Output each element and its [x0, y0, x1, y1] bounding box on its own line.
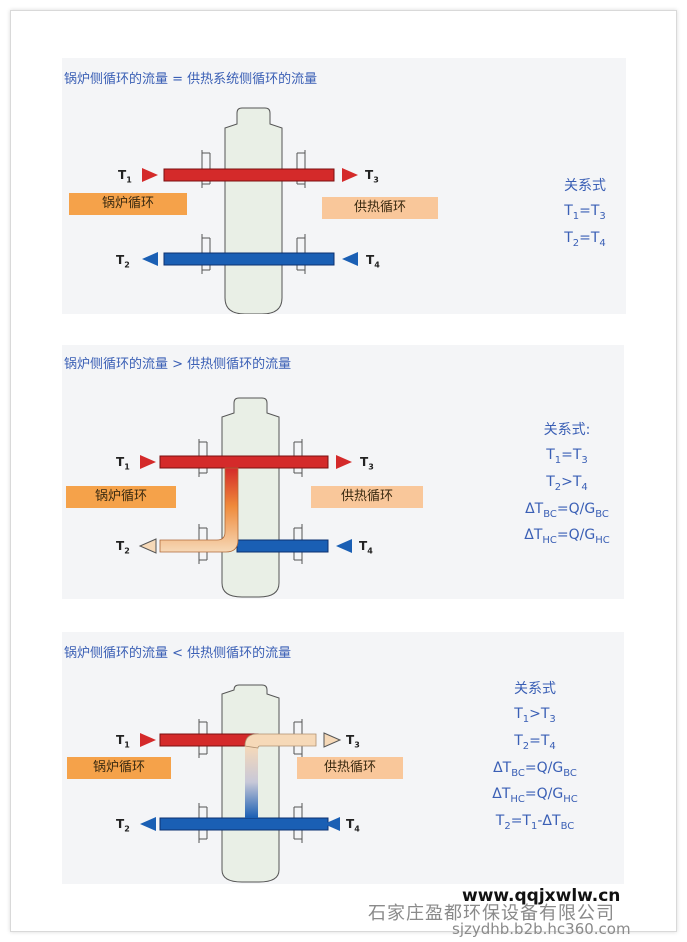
panel-3-heading: 锅炉侧循环的流量 < 供热侧循环的流量: [64, 646, 292, 661]
t3-out-arrow: [342, 168, 358, 182]
t3-label: T3: [360, 455, 374, 472]
t4-label: T4: [346, 817, 360, 834]
hot-supply-pipe: [159, 455, 329, 469]
boiler-circuit-tag: 锅炉循环: [69, 193, 187, 215]
relation-item: T1=T3: [546, 447, 588, 466]
t4-label: T4: [366, 253, 380, 270]
hot-supply-pipe: [163, 168, 335, 182]
panel-1-heading: 锅炉侧循环的流量 = 供热系统侧循环的流量: [64, 72, 318, 87]
cold-return-pipe: [163, 252, 335, 266]
panel-2-diagram: [138, 397, 352, 598]
panel-equal-flow: [62, 58, 626, 314]
t1-label: T1: [116, 455, 130, 472]
relation-item: ΔTBC=Q/GBC: [525, 500, 609, 520]
relations-title: 关系式: [564, 178, 606, 194]
t3-label: T3: [346, 733, 360, 750]
relation-item: ΔTHC=Q/GHC: [492, 786, 578, 806]
mixed-supply-pipe: [244, 733, 317, 749]
panel-2-heading: 锅炉侧循环的流量 > 供热侧循环的流量: [64, 357, 292, 372]
t4-in-arrow: [324, 817, 340, 831]
hydraulic-separator: [224, 107, 283, 314]
relations-title: 关系式: [514, 681, 556, 697]
relation-item: ΔTHC=Q/GHC: [524, 527, 610, 547]
t4-in-arrow: [342, 252, 358, 266]
relation-item: T2=T4: [514, 732, 556, 752]
t2-label: T2: [116, 539, 130, 556]
panel-1-relations: 关系式 T1=T3 T2=T4: [540, 175, 630, 257]
relation-item: T2=T1-ΔTBC: [495, 813, 575, 832]
heating-circuit-tag: 供热循环: [322, 197, 438, 219]
t2-out-arrow: [138, 538, 157, 554]
footer-domain: sjzydhb.b2b.hc360.com: [452, 920, 631, 938]
boiler-circuit-tag: 锅炉循环: [67, 757, 171, 779]
relation-item: T1>T3: [514, 706, 556, 725]
relation-item: T2>T4: [546, 473, 588, 493]
panel-3-diagram: [140, 684, 342, 883]
t1-in-arrow: [140, 455, 156, 469]
boiler-circuit-tag: 锅炉循环: [66, 486, 176, 508]
relations-title: 关系式:: [543, 422, 591, 438]
panel-greater-flow: [62, 345, 624, 599]
t3-out-arrow: [336, 455, 352, 469]
relation-item: T1=T3: [564, 203, 606, 222]
t4-label: T4: [359, 539, 373, 556]
t1-label: T1: [118, 168, 132, 185]
t2-label: T2: [116, 253, 130, 270]
panel-2-relations: 关系式: T1=T3 T2>T4 ΔTBC=Q/GBC ΔTHC=Q/GHC: [512, 419, 622, 554]
t1-label: T1: [116, 733, 130, 750]
t1-in-arrow: [142, 168, 158, 182]
cold-return-pipe: [159, 817, 329, 831]
footer-company: 石家庄盈都环保设备有限公司: [368, 903, 615, 924]
footer-url: www.qqjxwlw.cn: [462, 886, 621, 906]
heating-circuit-tag: 供热循环: [311, 486, 423, 508]
t4-in-arrow: [336, 539, 352, 553]
bypass-flow: [245, 746, 258, 818]
relation-item: ΔTBC=Q/GBC: [493, 759, 577, 779]
bypass-flow: [159, 467, 239, 553]
panel-1-diagram: [142, 107, 358, 314]
heating-circuit-tag: 供热循环: [297, 757, 403, 779]
t2-out-arrow: [142, 252, 158, 266]
relation-item: T2=T4: [564, 229, 606, 249]
t2-out-arrow: [140, 817, 156, 831]
t2-label: T2: [116, 817, 130, 834]
t3-label: T3: [365, 168, 379, 185]
hot-supply-pipe: [159, 733, 259, 747]
cold-return-pipe: [236, 539, 329, 553]
t3-out-arrow: [323, 732, 342, 748]
panel-3-relations: 关系式 T1>T3 T2=T4 ΔTBC=Q/GBC ΔTHC=Q/GHC T2…: [480, 678, 590, 840]
t1-in-arrow: [140, 733, 156, 747]
